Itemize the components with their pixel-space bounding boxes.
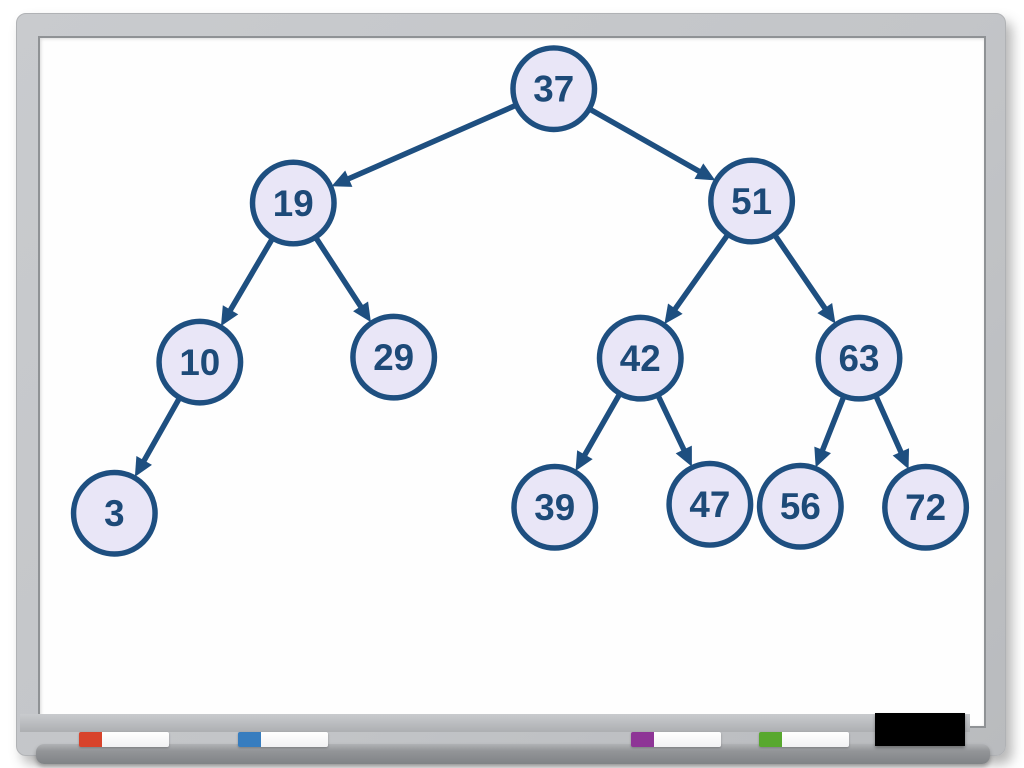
tree-node-39: 39 xyxy=(511,463,599,551)
node-label-39: 39 xyxy=(534,487,575,528)
arrowhead-icon xyxy=(694,163,716,181)
red-marker-cap xyxy=(79,732,102,747)
tree-edge-19-29 xyxy=(311,232,366,313)
green-marker xyxy=(759,732,849,747)
eraser xyxy=(875,713,965,746)
marker-tray xyxy=(36,744,990,764)
purple-marker xyxy=(631,732,721,747)
tree-edge-42-47 xyxy=(654,390,689,456)
binary-tree-diagram: 37 19 51 10 29 42 63 3 39 47 56 72 xyxy=(70,45,970,557)
tree-node-29: 29 xyxy=(350,313,438,401)
tree-node-10: 10 xyxy=(156,318,244,406)
tree-node-3: 3 xyxy=(70,469,158,557)
tree-edge-63-72 xyxy=(872,390,906,459)
node-circle-42 xyxy=(596,314,684,402)
node-circle-29 xyxy=(350,313,438,401)
arrowhead-icon xyxy=(353,301,371,323)
tree-node-63: 63 xyxy=(815,314,903,402)
node-circle-19 xyxy=(249,159,337,247)
tree-edge-19-10 xyxy=(225,233,277,316)
node-label-37: 37 xyxy=(533,69,574,110)
red-marker xyxy=(79,732,169,747)
node-circle-3 xyxy=(70,469,158,557)
tree-edge-37-19 xyxy=(342,101,521,183)
purple-marker-cap xyxy=(631,732,654,747)
node-label-56: 56 xyxy=(780,486,821,527)
node-label-47: 47 xyxy=(689,484,730,525)
node-circle-56 xyxy=(756,462,844,550)
node-label-42: 42 xyxy=(620,338,661,379)
whiteboard-surface: 37 19 51 10 29 42 63 3 39 47 56 72 xyxy=(38,36,986,728)
node-label-63: 63 xyxy=(839,338,880,379)
blue-marker-body xyxy=(261,732,328,747)
arrowhead-icon xyxy=(675,445,692,467)
node-label-51: 51 xyxy=(731,181,772,222)
node-label-19: 19 xyxy=(273,183,314,224)
arrowhead-icon xyxy=(664,303,683,325)
node-circle-39 xyxy=(511,463,599,551)
tree-edge-51-42 xyxy=(670,229,732,315)
node-circle-63 xyxy=(815,314,903,402)
arrowhead-icon xyxy=(892,448,910,470)
node-label-3: 3 xyxy=(104,493,124,534)
red-marker-body xyxy=(102,732,169,747)
tree-edge-42-39 xyxy=(580,389,624,461)
node-circle-10 xyxy=(156,318,244,406)
node-label-29: 29 xyxy=(373,337,414,378)
tree-node-56: 56 xyxy=(756,462,844,550)
node-circle-51 xyxy=(708,157,796,245)
tree-edge-51-63 xyxy=(770,230,830,315)
blue-marker xyxy=(238,732,328,747)
whiteboard-frame: 37 19 51 10 29 42 63 3 39 47 56 72 xyxy=(16,13,1006,756)
tree-node-51: 51 xyxy=(708,157,796,245)
tree-edge-10-3 xyxy=(139,393,184,467)
arrowhead-icon xyxy=(220,305,239,327)
blue-marker-cap xyxy=(238,732,261,747)
purple-marker-body xyxy=(654,732,721,747)
arrowhead-icon xyxy=(134,456,152,477)
node-label-72: 72 xyxy=(905,487,946,528)
green-marker-cap xyxy=(759,732,782,747)
tree-node-37: 37 xyxy=(510,45,598,133)
node-circle-37 xyxy=(510,45,598,133)
node-label-10: 10 xyxy=(179,342,220,383)
tree-node-42: 42 xyxy=(596,314,684,402)
tree-edge-37-51 xyxy=(584,105,706,176)
tree-node-72: 72 xyxy=(882,463,970,551)
green-marker-body xyxy=(782,732,849,747)
arrowhead-icon xyxy=(817,303,836,324)
node-circle-72 xyxy=(882,463,970,551)
node-circle-47 xyxy=(666,460,754,548)
tray-lip xyxy=(20,714,970,732)
tree-edge-63-56 xyxy=(818,391,848,457)
arrowhead-icon xyxy=(331,170,353,187)
tree-node-19: 19 xyxy=(249,159,337,247)
arrowhead-icon xyxy=(575,450,593,472)
tree-node-47: 47 xyxy=(666,460,754,548)
arrowhead-icon xyxy=(814,446,831,468)
